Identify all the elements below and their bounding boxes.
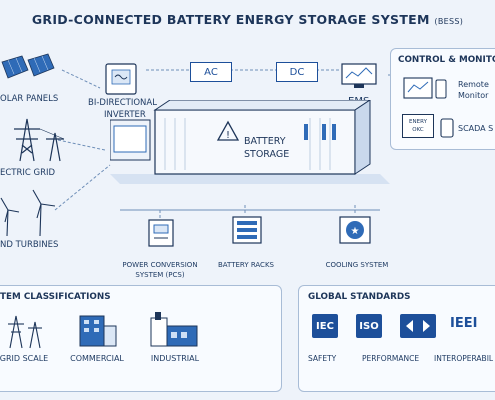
classifications-panel <box>0 285 282 392</box>
iec-logo: IEC <box>312 314 338 338</box>
grid-scale-icon <box>8 315 42 349</box>
monitor-label: Monitor <box>458 91 489 100</box>
wind-label: ND TURBINES <box>0 240 59 250</box>
class-industrial: INDUSTRIAL <box>150 354 200 363</box>
energy-screen: ENERY OKC <box>402 114 434 138</box>
scada-device-icon <box>440 118 454 138</box>
ac-box: AC <box>190 62 232 82</box>
classifications-title: TEM CLASSIFICATIONS <box>0 292 111 302</box>
iso-logo: ISO <box>356 314 382 338</box>
svg-text:!: ! <box>226 130 230 141</box>
monitor-icon <box>403 77 447 99</box>
battery-container-illustration: ! <box>110 100 390 184</box>
solar-label: OLAR PANELS <box>0 94 59 104</box>
ieee-logo: IEEI <box>450 316 478 331</box>
cooling-label: COOLING SYSTEM <box>325 261 389 269</box>
standards-title: GLOBAL STANDARDS <box>308 292 411 302</box>
page-title: GRID-CONNECTED BATTERY ENERGY STORAGE SY… <box>31 12 464 27</box>
inverter-icon <box>105 63 137 95</box>
class-commercial: COMMERCIAL <box>70 354 124 363</box>
std-interoperability: INTEROPERABIL <box>434 354 494 363</box>
chevron-logo-icon <box>400 314 436 338</box>
class-grid-scale: GRID SCALE <box>0 354 49 363</box>
transmission-tower-icon <box>14 118 65 162</box>
wind-turbine-icon <box>0 189 56 237</box>
remote-label: Remote <box>458 80 489 89</box>
battery-rack-icon <box>232 216 262 244</box>
std-safety: SAFETY <box>308 354 337 363</box>
control-title: CONTROL & MONITOR <box>398 55 495 65</box>
cooling-fan-icon: ★ <box>339 216 371 244</box>
energy-screen-line2: OKC <box>412 127 424 133</box>
racks-label: BATTERY RACKS <box>218 261 274 269</box>
dc-box: DC <box>276 62 318 82</box>
battery-storage-line2: STORAGE <box>244 149 290 160</box>
battery-storage-line1: BATTERY <box>244 136 286 147</box>
pcs-label-line1: POWER CONVERSION <box>122 261 198 269</box>
pcs-icon <box>148 219 174 247</box>
grid-label: ECTRIC GRID <box>0 168 56 178</box>
ems-computer-icon <box>341 63 377 88</box>
industrial-building-icon <box>150 312 198 347</box>
inverter-label-line2: INVERTER <box>104 110 146 120</box>
scada-label: SCADA S <box>458 124 494 133</box>
std-performance: PERFORMANCE <box>362 354 420 363</box>
inverter-label-line1: BI-DIRECTIONAL <box>88 98 157 108</box>
solar-panel-icon <box>1 53 55 79</box>
svg-text:★: ★ <box>351 226 360 237</box>
standards-panel <box>298 285 495 392</box>
pcs-label-line2: SYSTEM (PCS) <box>135 271 185 279</box>
commercial-building-icon <box>79 315 117 347</box>
energy-screen-line1: ENERY <box>409 119 427 125</box>
